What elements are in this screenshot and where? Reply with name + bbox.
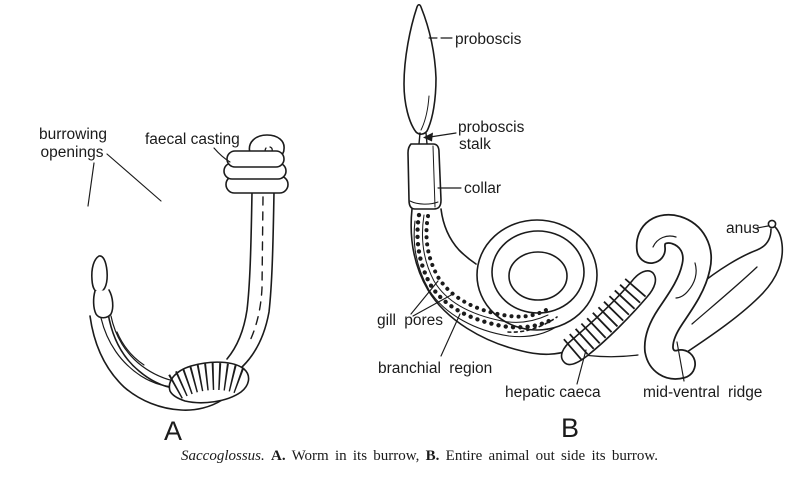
leader-line-burrowing-right [106, 153, 162, 202]
coil-outer-turn [476, 219, 598, 331]
burrow-outer-wall [89, 315, 223, 411]
caption-part-b-marker: B. [425, 448, 440, 464]
coil-middle-turn [491, 230, 585, 314]
caption-species: Saccoglossus. [181, 448, 265, 464]
gill-pores-dot-row-outer [415, 212, 554, 330]
caption-part-a-text: Worm in its burrow, [291, 448, 420, 464]
coil-inner-opening [508, 251, 568, 301]
label-gill-pores: gill pores [377, 312, 443, 329]
posterior-fold-top [652, 235, 677, 248]
faecal-casting-coil-top [226, 150, 285, 168]
worm-b-proboscis-inner-line [420, 95, 430, 131]
label-burrowing-openings-line1: burrowing [39, 126, 107, 143]
label-branchial-region: branchial region [378, 360, 492, 377]
gill-pores-ridge-line [421, 214, 549, 323]
worm-b-collar-bottom-line [409, 200, 439, 205]
worm-a-body-line-1 [100, 317, 178, 388]
caption-part-b-text: Entire animal out side its burrow. [445, 448, 658, 464]
posterior-fold-right [675, 262, 697, 299]
label-burrowing-openings-line2: openings [41, 144, 104, 161]
tail-ventral-edge [683, 224, 784, 355]
leader-line-burrowing-left [87, 162, 95, 207]
hepatic-caeca-ribs [563, 278, 647, 361]
proboscis-stalk-arrowhead [423, 132, 433, 142]
leader-line-mid-ventral-ridge [676, 341, 685, 382]
worm-b-trunk-ventral-edge [410, 208, 571, 356]
label-proboscis-stalk-line1: proboscis [458, 119, 525, 136]
worm-a-collar [92, 289, 114, 319]
worm-b-collar-inner-line [432, 145, 436, 208]
label-proboscis-stalk-line2: stalk [459, 136, 491, 153]
tail-dorsal-edge [696, 228, 772, 288]
figure-root: burrowing openings faecal casting A [39, 3, 784, 446]
panel-a-drawing [89, 134, 289, 411]
leader-line-gill-pores-2 [412, 293, 454, 317]
label-hepatic-caeca: hepatic caeca [505, 384, 601, 401]
panel-a-letter: A [164, 416, 182, 446]
leader-line-anus [756, 225, 769, 229]
worm-b-trunk-dorsal-edge [440, 208, 477, 265]
label-proboscis: proboscis [455, 31, 522, 48]
panel-b-labels: proboscis proboscis stalk collar anus gi… [377, 31, 769, 443]
worm-a-proboscis [91, 255, 108, 293]
panel-a-labels: burrowing openings faecal casting A [39, 126, 240, 446]
leader-line-hepatic-caeca [576, 349, 587, 385]
gill-pores-small-dashes [507, 316, 558, 333]
label-collar: collar [464, 180, 501, 197]
burrow-right-arm-inner [226, 191, 253, 360]
worm-a-ribs [168, 362, 249, 400]
worm-a-ribbed-band [168, 361, 250, 404]
label-mid-ventral-ridge: mid-ventral ridge [643, 384, 762, 401]
panel-b-drawing [403, 3, 784, 380]
worm-a-body-line-2 [110, 315, 180, 383]
label-anus: anus [726, 220, 760, 237]
gill-pores-dot-row-inner [424, 214, 548, 319]
label-faecal-casting: faecal casting [145, 131, 240, 148]
burrow-centerline-dashed [248, 196, 264, 344]
mid-ventral-ridge-line [691, 266, 758, 325]
leader-line-gill-pores-1 [410, 280, 439, 315]
leader-line-branchial-region [440, 313, 461, 357]
leader-line-proboscis-stalk [429, 132, 457, 138]
anus-opening [767, 219, 777, 229]
leader-line-faecal-casting [213, 147, 231, 163]
caption-part-a-marker: A. [271, 448, 286, 464]
worm-b-collar [407, 143, 442, 210]
panel-b-letter: B [561, 413, 579, 443]
figure-caption: Saccoglossus. A. Worm in its burrow, B. … [181, 448, 721, 465]
worm-b-proboscis [403, 3, 437, 135]
worm-a-body-line-3 [116, 331, 145, 366]
